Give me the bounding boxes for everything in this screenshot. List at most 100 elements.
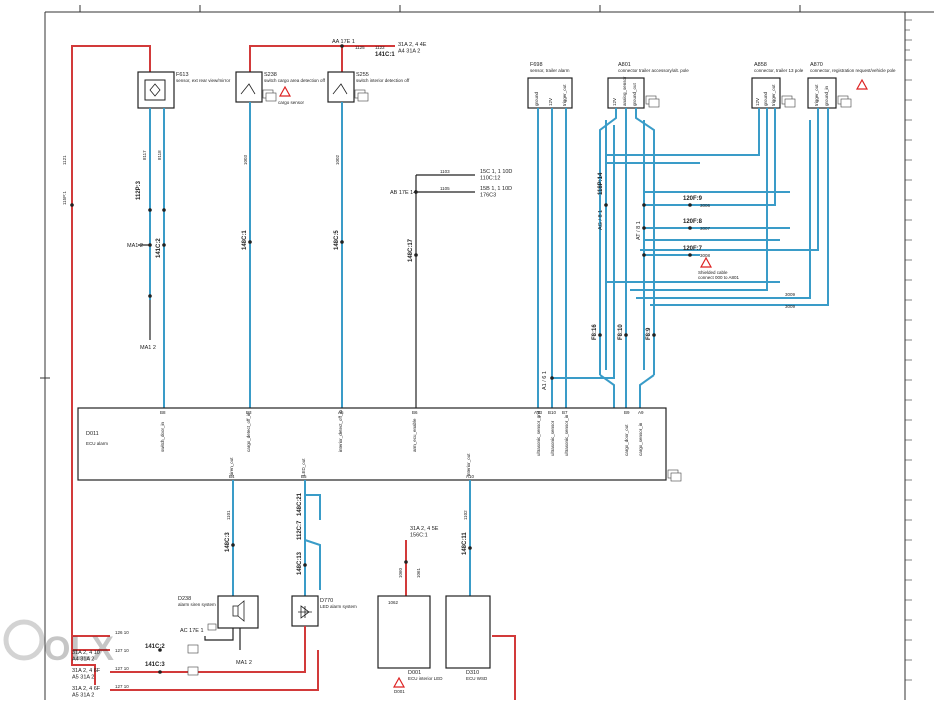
component-id: D770 <box>320 598 333 604</box>
wire-label: 1121 <box>62 155 67 165</box>
wire-label: 1003 <box>243 154 248 165</box>
pin-label: ground <box>534 91 539 106</box>
junction-dot <box>303 563 307 567</box>
component-id: D238 <box>178 596 191 602</box>
wire-label: 1060 <box>398 567 403 578</box>
pin-number: A13 <box>534 410 543 415</box>
power-bus-left: 1121 115P:1 <box>62 45 151 685</box>
warning-ref: D001 <box>394 689 405 694</box>
component-s255[interactable]: S255 switch interior detection off <box>327 71 410 103</box>
pin-label: 12V <box>612 98 617 106</box>
component-desc: connector, trailer 13 pole <box>754 68 804 73</box>
component-id: A870 <box>810 62 823 68</box>
component-d310[interactable]: D310 ECU WSD <box>445 595 491 681</box>
connector-label: 148C:13 <box>297 551 303 575</box>
component-d001[interactable]: 1062 D001 ECU interior LED D001 <box>377 595 443 694</box>
junction-dot <box>148 208 152 212</box>
pin-label: switch_door_in <box>160 421 165 452</box>
component-d238[interactable]: D238 alarm siren system <box>178 595 259 631</box>
pin-label: 12V <box>548 98 553 106</box>
component-id: A858 <box>754 62 767 68</box>
component-f613[interactable]: F613 sensor, ext rear view/mirror <box>137 71 231 109</box>
pin-label: ground <box>763 91 768 106</box>
pin-number: A9 <box>638 410 644 415</box>
component-a858[interactable]: A858 connector, trailer 13 pole 12V grou… <box>751 62 804 109</box>
top-ref: AA 17E 1 <box>332 39 355 45</box>
component-f698[interactable]: F698 sensor, trailer alarm ground 12V tr… <box>527 62 573 109</box>
connector-label: F8:9 <box>646 327 652 340</box>
pin-label: arm_ecu_enable <box>412 418 417 452</box>
junction-dot <box>248 240 252 244</box>
component-s238[interactable]: S238 switch cargo area detection off car… <box>235 71 326 105</box>
pin-label: 1062 <box>388 600 399 605</box>
component-desc: alarm siren system <box>178 602 216 607</box>
component-a870[interactable]: A870 connector, registration request/veh… <box>807 62 896 109</box>
junction-dot <box>231 543 235 547</box>
connector-label: 141C:2 <box>145 644 165 650</box>
pin-label: siren_out <box>229 457 234 476</box>
ecu-bottom-pins: siren_out B4 LED_out B5 interior_out A10 <box>229 453 475 479</box>
pin-label: interior_detect_off_in <box>338 410 343 452</box>
ref-right2: AT / 8 1 <box>636 221 642 240</box>
pin-label: trigger_out <box>814 84 819 106</box>
connector-label: F8:16 <box>592 324 598 340</box>
connector-label: 115P:1 <box>62 191 67 205</box>
ground-ref: MA1 2 <box>140 345 156 351</box>
junction-dot <box>468 546 472 550</box>
component-a801[interactable]: A801 connector trailer accessory/alt. po… <box>607 62 689 109</box>
component-desc: ECU alarm <box>86 441 108 446</box>
pin-label: cargo_detect_off_in <box>246 412 251 452</box>
wire-label: 8118 <box>157 150 162 160</box>
pin-number: B5 <box>301 474 307 479</box>
pin-number: B3 <box>246 410 252 415</box>
junction-dot <box>162 243 166 247</box>
ground-ref: MA1 2 <box>236 660 252 666</box>
component-d011[interactable]: D011 ECU alarm <box>77 407 682 482</box>
pin-label: cargo_sensor_in <box>638 422 643 456</box>
wire-label: 8117 <box>142 150 147 160</box>
pin-number: B8 <box>160 410 166 415</box>
junction-dot <box>162 208 166 212</box>
wire-label: 127 10 <box>115 684 129 689</box>
pin-number: B6 <box>412 410 418 415</box>
connector-label: 120F:8 <box>683 219 703 225</box>
connector-label: 120F:9 <box>683 196 703 202</box>
warning-icon <box>699 256 713 268</box>
component-desc: LED alarm system <box>320 604 357 609</box>
component-id: F613 <box>176 72 189 78</box>
junction-dot <box>148 294 152 298</box>
junction-dot <box>340 44 344 48</box>
pin-label: ground_out <box>632 82 637 106</box>
pin-number: B4 <box>229 474 235 479</box>
wire-label: 1122 <box>375 45 385 50</box>
connector-label: 118P:14 <box>598 172 604 195</box>
connector-label: 148C:1 <box>242 230 248 250</box>
connector-label: 112C:7 <box>297 520 303 540</box>
component-id: D011 <box>86 431 99 437</box>
component-d770[interactable]: D770 LED alarm system <box>291 595 357 627</box>
wire-label: 3009 <box>785 304 796 309</box>
component-desc: connector trailer accessory/alt. pole <box>618 68 689 73</box>
ac-ref: AC 17E 1 <box>180 628 204 634</box>
wire-label: 126 10 <box>115 630 129 635</box>
connector-label: 148C:3 <box>225 532 231 552</box>
component-desc: ECU WSD <box>466 676 488 681</box>
mid-ref-src: AB 17E 14 <box>390 190 416 196</box>
component-id: D001 <box>408 670 421 676</box>
ref-a1: A1 / 6 1 <box>542 371 548 390</box>
connector-label: 141C:1 <box>375 52 395 58</box>
pin-label: interior_out <box>466 453 471 476</box>
junction-dot <box>340 240 344 244</box>
pin-label: LED_out <box>301 458 306 476</box>
wire-label: 1101 <box>226 510 231 520</box>
pin-label: ultrasonic_sensor_in <box>564 414 569 456</box>
component-desc: connector, registration request/vehicle … <box>810 68 896 73</box>
component-desc: ECU interior LED <box>408 676 443 681</box>
component-desc: switch cargo area detection off <box>264 78 326 83</box>
connector-label: 148C:21 <box>297 492 303 516</box>
component-id: A801 <box>618 62 631 68</box>
